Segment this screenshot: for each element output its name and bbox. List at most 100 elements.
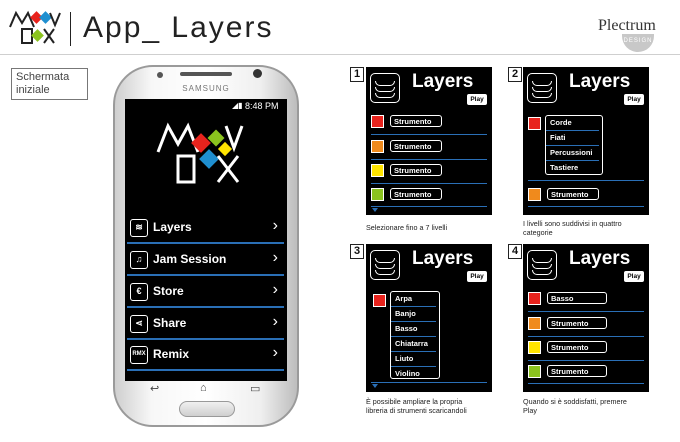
menu-item-remix[interactable]: RMX Remix › <box>127 340 284 371</box>
layer-row[interactable]: Strumento› <box>371 164 486 178</box>
page-title: App_ Layers <box>83 11 274 44</box>
layer-row[interactable]: Strumento› <box>371 115 486 129</box>
row-divider <box>528 336 644 337</box>
dropdown-option[interactable]: Percussioni <box>546 146 599 161</box>
front-camera-icon <box>253 69 262 78</box>
dropdown-option[interactable]: Tastiere <box>550 163 579 172</box>
color-swatch <box>371 164 384 177</box>
menu-item-store[interactable]: € Store › <box>127 277 284 308</box>
color-swatch <box>373 294 386 307</box>
menu-item-label: Layers <box>153 220 192 234</box>
step-title: Layers <box>412 71 474 92</box>
dropdown-option[interactable]: Banjo <box>391 307 436 322</box>
header-divider <box>70 12 71 46</box>
dropdown-option[interactable]: Corde <box>546 116 599 131</box>
menu-item-label: Remix <box>153 347 190 361</box>
instrument-label[interactable]: Basso <box>547 292 607 304</box>
layer-row[interactable]: Strumento› <box>371 188 486 202</box>
dropdown-option[interactable]: Violino <box>395 369 420 378</box>
row-divider <box>528 206 644 207</box>
step-3-screen: Layers Play Arpa Banjo Basso Chiatarra L… <box>366 244 492 392</box>
dropdown-option[interactable]: Arpa <box>391 292 436 307</box>
play-button[interactable]: Play <box>624 94 644 105</box>
menu-item-layers[interactable]: ≋ Layers › <box>127 213 284 244</box>
category-dropdown[interactable]: Corde Fiati Percussioni Tastiere <box>545 115 603 175</box>
color-swatch <box>528 365 541 378</box>
chevron-right-icon: › <box>272 313 278 330</box>
step-4-screen: Layers Play Basso› Strumento› Strumento›… <box>523 244 649 392</box>
screen-label: Schermata iniziale <box>11 68 88 100</box>
chevron-right-icon: › <box>272 217 278 234</box>
layer-row[interactable]: Strumento› <box>371 140 486 154</box>
header-separator <box>0 54 680 55</box>
dropdown-option[interactable]: Basso <box>391 322 436 337</box>
dropdown-option[interactable]: Chiatarra <box>391 337 436 352</box>
instrument-label[interactable]: Strumento <box>390 140 442 152</box>
scroll-down-icon[interactable] <box>372 208 378 212</box>
step-number: 2 <box>508 67 522 82</box>
layer-row[interactable]: Strumento› <box>528 317 643 331</box>
layers-icon: ≋ <box>130 219 148 237</box>
row-divider <box>371 206 487 207</box>
play-button[interactable]: Play <box>624 271 644 282</box>
step-2-screen: Layers Play Corde Fiati Percussioni Tast… <box>523 67 649 215</box>
instrument-label[interactable]: Strumento <box>547 317 607 329</box>
layer-row[interactable]: Basso› <box>528 292 643 306</box>
row-divider <box>371 134 487 135</box>
color-swatch <box>528 292 541 305</box>
step-title: Layers <box>569 71 631 92</box>
signal-battery-icon: ◢▮ <box>232 101 243 110</box>
instrument-dropdown[interactable]: Arpa Banjo Basso Chiatarra Liuto Violino <box>390 291 440 379</box>
step-title: Layers <box>569 248 631 269</box>
row-divider <box>528 360 644 361</box>
row-divider <box>528 180 644 181</box>
chevron-right-icon: › <box>272 249 278 266</box>
proximity-sensor-icon <box>157 72 163 78</box>
dropdown-option[interactable]: Fiati <box>546 131 599 146</box>
home-button[interactable] <box>179 401 235 417</box>
store-icon: € <box>130 283 148 301</box>
color-swatch <box>528 117 541 130</box>
instrument-label[interactable]: Strumento <box>390 164 442 176</box>
status-time: 8:48 PM <box>245 101 279 111</box>
chevron-right-icon: › <box>272 281 278 298</box>
step-caption: Selezionare fino a 7 livelli <box>366 223 448 232</box>
menu-item-share[interactable]: ⋖ Share › <box>127 309 284 340</box>
layers-icon <box>370 73 400 103</box>
dropdown-option[interactable]: Liuto <box>391 352 436 367</box>
home-key-icon[interactable]: ⌂ <box>200 382 207 394</box>
chevron-right-icon: › <box>272 344 278 361</box>
layer-row[interactable]: Strumento› <box>528 188 643 202</box>
step-number: 4 <box>508 244 522 259</box>
instrument-label[interactable]: Strumento <box>390 115 442 127</box>
step-title: Layers <box>412 248 474 269</box>
instrument-label[interactable]: Strumento <box>390 188 442 200</box>
color-swatch <box>528 188 541 201</box>
menu-item-label: Jam Session <box>153 252 227 266</box>
play-button[interactable]: Play <box>467 94 487 105</box>
instrument-label[interactable]: Strumento <box>547 341 607 353</box>
brand-name: Plectrum <box>598 17 656 34</box>
moovbox-logo <box>9 10 61 44</box>
menu-item-jam-session[interactable]: ♫ Jam Session › <box>127 245 284 276</box>
play-button[interactable]: Play <box>467 271 487 282</box>
recent-apps-key-icon[interactable]: ▭ <box>250 383 261 395</box>
back-key-icon[interactable]: ↩ <box>150 383 160 395</box>
instrument-label[interactable]: Strumento <box>547 365 607 377</box>
row-divider <box>371 382 487 383</box>
row-divider <box>528 383 644 384</box>
share-icon: ⋖ <box>130 315 148 333</box>
instrument-label[interactable]: Strumento <box>547 188 599 200</box>
step-caption: I livelli sono suddivisi in quattro cate… <box>523 219 622 237</box>
earpiece-icon <box>180 72 232 76</box>
step-number: 1 <box>350 67 364 82</box>
scroll-down-icon[interactable] <box>372 384 378 388</box>
layers-icon <box>527 250 557 280</box>
jam-session-icon: ♫ <box>130 251 148 269</box>
step-1-screen: Layers Play Strumento› Strumento› Strume… <box>366 67 492 215</box>
layer-row[interactable]: Strumento› <box>528 341 643 355</box>
step-caption: È possibile ampliare la propria libreria… <box>366 397 467 415</box>
layer-row[interactable]: Strumento› <box>528 365 643 379</box>
step-caption: Quando si è soddisfatti, premere Play <box>523 397 627 415</box>
color-swatch <box>528 317 541 330</box>
